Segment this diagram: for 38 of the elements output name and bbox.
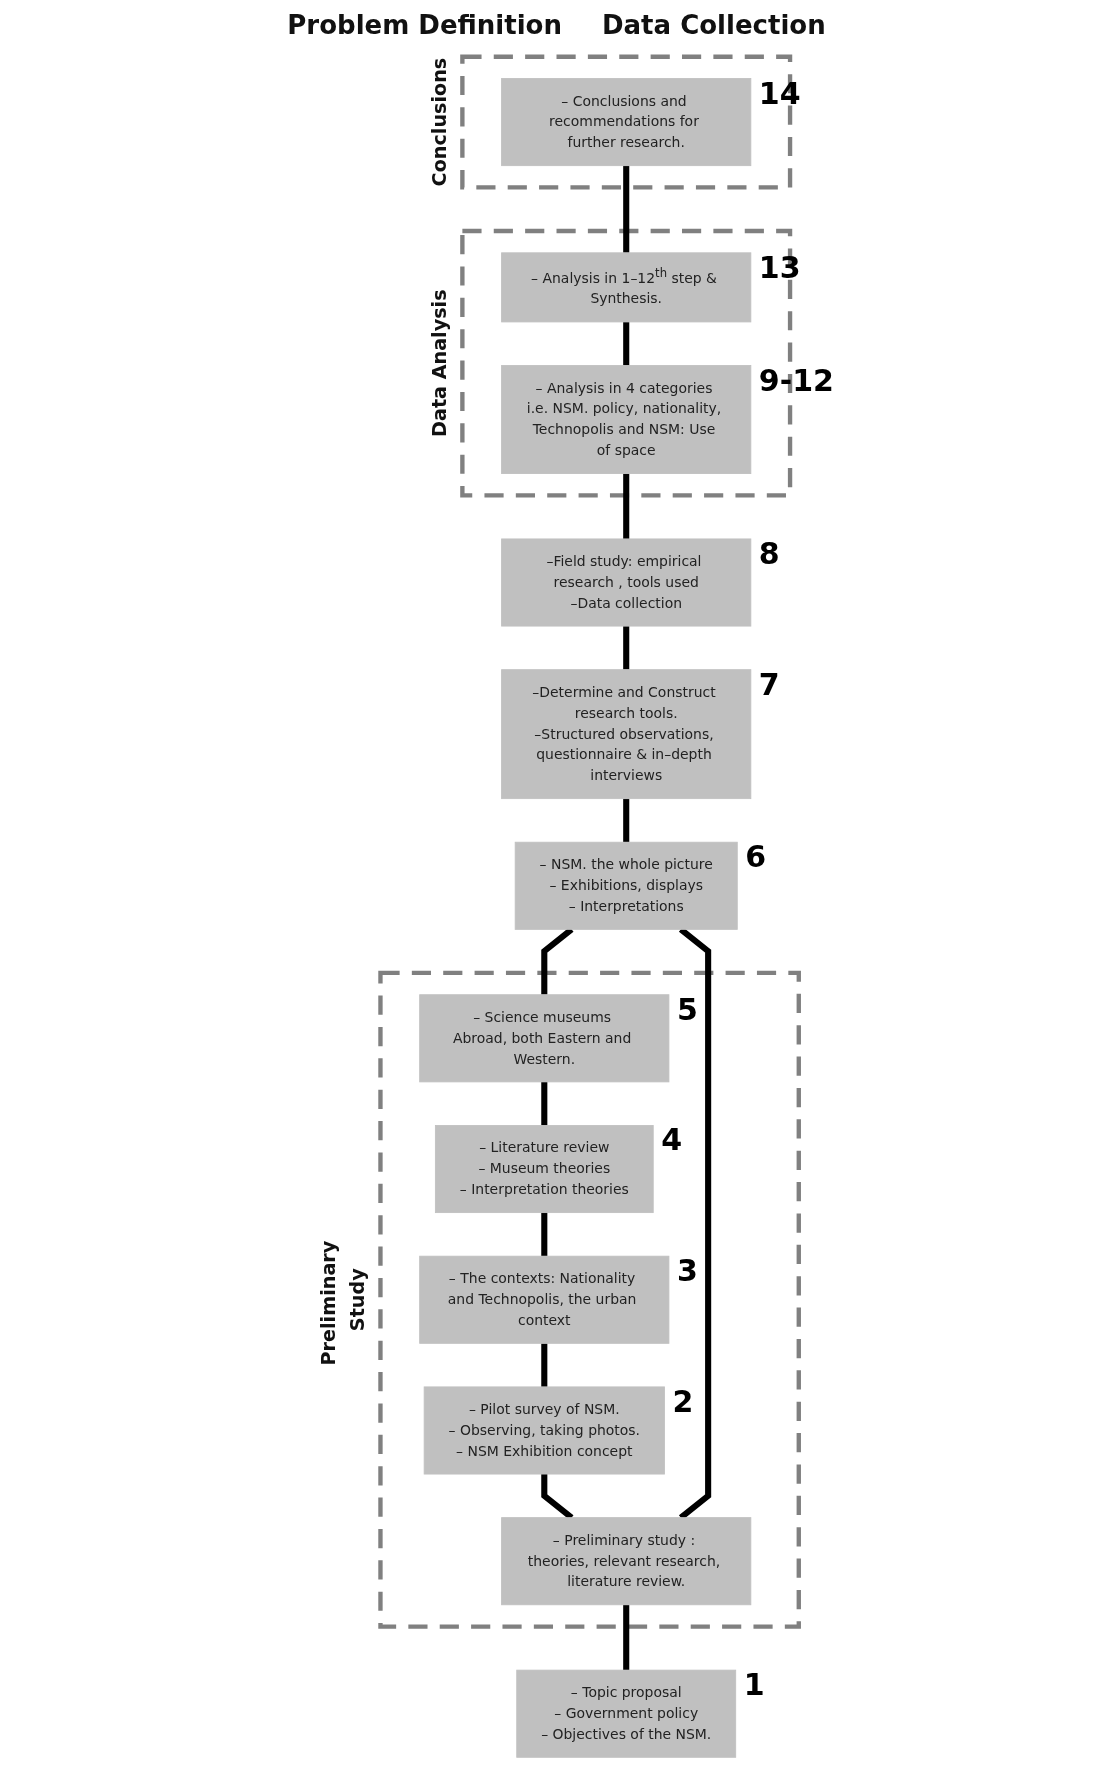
step-number: 7	[758, 669, 780, 700]
node-box: – Literature review – Museum theories – Interpretation theories	[434, 1125, 654, 1214]
node-box: – Topic proposal – Government policy – Objectives of the NSM.	[516, 1669, 737, 1758]
node-label: Preliminary Study	[317, 1240, 369, 1366]
connector	[541, 1212, 548, 1257]
connector	[623, 798, 630, 843]
connector	[541, 1343, 548, 1387]
connector	[623, 473, 630, 539]
node-box: – Science museums Abroad, both Eastern and Western.	[419, 994, 670, 1083]
node-box: – Analysis in 1–12$^{th}$ step & Synthesis.	[501, 252, 752, 323]
connector	[623, 321, 630, 366]
stage-label: Data Collection	[602, 10, 826, 40]
step-number: 13	[758, 252, 801, 283]
node-box: – NSM. the whole picture – Exhibitions, displays – Interpretations	[514, 841, 738, 930]
step-number: 3	[676, 1256, 698, 1287]
connector	[623, 1604, 630, 1671]
node-box: – Conclusions and recommendations for further research.	[501, 78, 752, 167]
connector	[623, 626, 630, 670]
node-box: – Pilot survey of NSM. – Observing, taking photos. – NSM Exhibition concept	[423, 1386, 665, 1475]
node-label: Data Analysis	[428, 289, 451, 437]
node-label: Conclusions	[428, 57, 451, 187]
step-number: 9-12	[758, 365, 834, 396]
cluster	[378, 970, 801, 1629]
step-number: 5	[676, 994, 698, 1025]
connector	[623, 165, 630, 253]
step-number: 14	[758, 78, 801, 109]
step-number: 6	[745, 842, 767, 873]
step-number: 8	[758, 538, 780, 569]
node-box: – Analysis in 4 categories i.e. NSM. policy, nationality, Technopolis and NSM: Use of space	[501, 365, 752, 474]
node-box: – The contexts: Nationality and Technopolis, the urban context	[419, 1255, 670, 1344]
step-number: 4	[661, 1125, 683, 1156]
connector	[541, 1081, 548, 1126]
node-box: – Preliminary study : theories, relevant research, literature review.	[501, 1517, 752, 1606]
step-number: 1	[743, 1670, 765, 1701]
node-box: –Determine and Construct research tools. –Structured observations, questionnaire & in–depth interviews	[501, 669, 752, 800]
node-box: –Field study: empirical research , tools used –Data collection	[501, 538, 752, 627]
stage-label: Problem Definition	[287, 10, 562, 40]
step-number: 2	[672, 1386, 694, 1417]
